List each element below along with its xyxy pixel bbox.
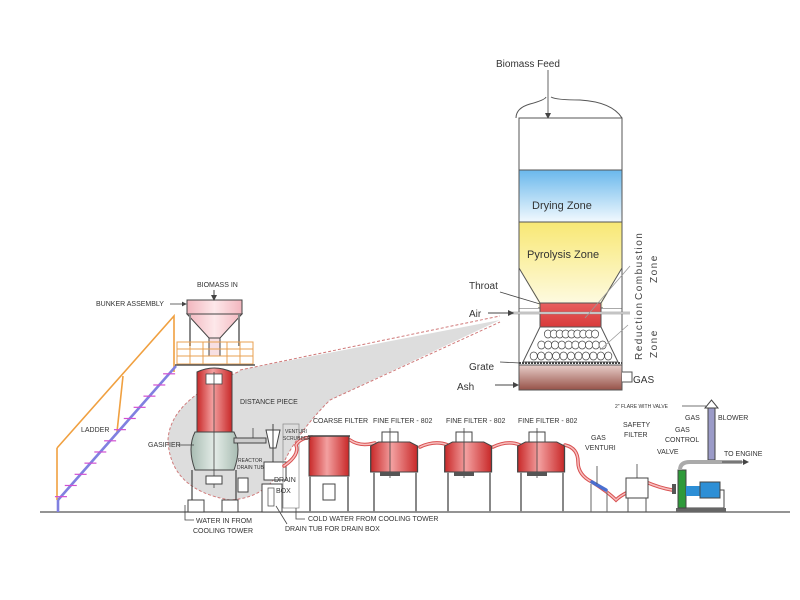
label-ladder: LADDER	[81, 427, 109, 434]
pebble	[551, 340, 559, 350]
pebble	[537, 340, 546, 350]
pebble	[552, 351, 561, 361]
label-flare: 2" FLARE WITH VALVE	[615, 404, 669, 410]
label-combustion-zone-1: Combustion	[634, 232, 645, 300]
pebble	[529, 351, 538, 361]
fine-filter-2	[444, 428, 493, 512]
pebble	[596, 351, 605, 361]
label-venturi-scrubber-2: SCRUBBER	[283, 436, 311, 442]
ash-chamber	[518, 364, 623, 391]
label-fine-filter-3: FINE FILTER - 802	[518, 418, 577, 425]
pebble	[564, 340, 573, 350]
pebble	[591, 329, 600, 339]
label-distance-piece: DISTANCE PIECE	[240, 399, 298, 406]
label-reduction-zone-2: Zone	[649, 329, 660, 358]
pebble	[567, 351, 575, 361]
gas-blower-assembly	[672, 399, 749, 512]
label-reduction-zone-1: Reduction	[634, 301, 645, 360]
label-reactor-drain-tub-1: REACTOR	[238, 458, 263, 464]
label-throat: Throat	[469, 281, 498, 292]
label-combustion-zone-2: Zone	[649, 254, 660, 283]
label-water-in-1: WATER IN FROM	[196, 518, 252, 525]
label-drying-zone: Drying Zone	[532, 200, 592, 212]
detail-callout	[167, 315, 501, 501]
label-gas: GAS	[633, 375, 654, 386]
pyrolysis-zone	[518, 221, 623, 309]
gasifier	[187, 367, 267, 513]
pebble	[589, 351, 598, 361]
label-gas-venturi-2: VENTURI	[585, 445, 616, 452]
label-drain-box-2: BOX	[276, 488, 291, 495]
label-biomass-feed: Biomass Feed	[496, 59, 560, 70]
label-safety-filter-2: FILTER	[624, 432, 648, 439]
combustion-zone	[539, 302, 602, 328]
label-gas-blower-1: GAS	[685, 415, 700, 422]
reduction-pebbles	[529, 329, 613, 361]
label-gas-venturi-1: GAS	[591, 435, 606, 442]
ladder	[54, 313, 177, 512]
label-biomass-in: BIOMASS IN	[197, 282, 238, 289]
label-coarse-filter: COARSE FILTER	[313, 418, 368, 425]
pebble	[559, 351, 568, 361]
ladder-rungs	[54, 373, 176, 498]
pebble	[544, 351, 553, 361]
pebble	[544, 340, 553, 350]
pebble	[581, 351, 590, 361]
label-gas-control-1: GAS	[675, 427, 690, 434]
label-venturi-scrubber-1: VENTURI	[285, 429, 307, 435]
label-drain-box-1: DRAIN	[274, 477, 296, 484]
pebble	[557, 340, 566, 350]
label-gasifier: GASIFIER	[148, 442, 181, 449]
reactor-detail: Biomass Feed Drying Zone Pyrolysis Zone …	[457, 59, 660, 393]
safety-filter	[625, 464, 649, 512]
pebble	[571, 340, 580, 350]
pebble	[585, 340, 593, 350]
label-to-engine: TO ENGINE	[724, 451, 763, 458]
gas-venturi	[590, 466, 608, 512]
label-reactor-drain-tub-2: DRAIN TUB	[237, 465, 265, 471]
venturi-scrubber	[261, 423, 300, 513]
label-safety-filter-1: SAFETY	[623, 422, 651, 429]
label-fine-filter-1: FINE FILTER - 802	[373, 418, 432, 425]
plant-labels: BIOMASS IN BUNKER ASSEMBLY LADDER GASIFI…	[81, 282, 763, 535]
label-grate: Grate	[469, 362, 494, 373]
label-pyrolysis-zone: Pyrolysis Zone	[527, 249, 599, 261]
label-valve: VALVE	[657, 449, 679, 456]
label-fine-filter-2: FINE FILTER - 802	[446, 418, 505, 425]
label-bunker-assembly: BUNKER ASSEMBLY	[96, 301, 164, 308]
label-water-in-2: COOLING TOWER	[193, 528, 253, 535]
pebble	[578, 340, 587, 350]
label-cold-water: COLD WATER FROM COOLING TOWER	[308, 516, 438, 523]
coarse-filter	[308, 435, 350, 512]
label-gas-control-2: CONTROL	[665, 437, 699, 444]
pebble	[574, 351, 583, 361]
label-air: Air	[469, 309, 482, 320]
label-gas-blower-2: BLOWER	[718, 415, 748, 422]
fine-filter-1	[370, 428, 419, 512]
pebble	[537, 351, 546, 361]
label-ash: Ash	[457, 382, 474, 393]
pebble	[591, 340, 600, 350]
fine-filter-3	[517, 428, 566, 512]
bunker-assembly	[175, 290, 255, 366]
drying-zone	[518, 169, 623, 223]
label-drain-tub-for-drain-box: DRAIN TUB FOR DRAIN BOX	[285, 526, 380, 533]
pebble	[604, 351, 613, 361]
